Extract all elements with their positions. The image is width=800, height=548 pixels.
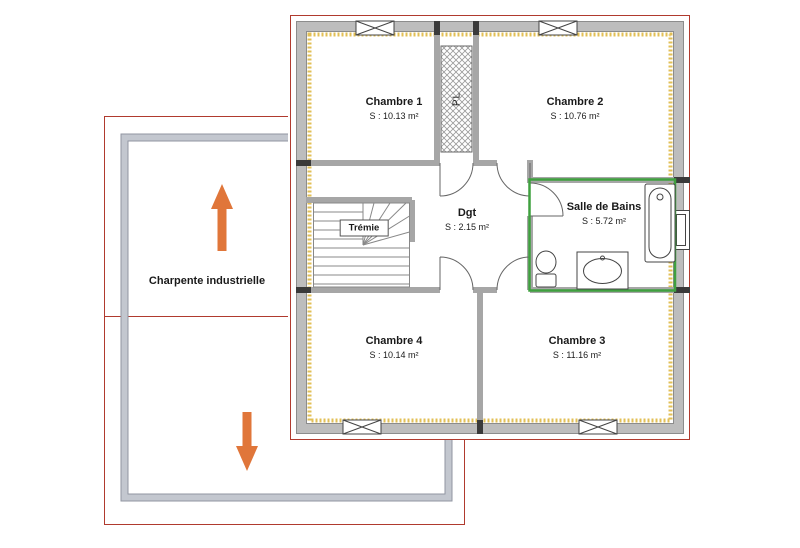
room-label-chambre-3: Chambre 3 S : 11.16 m² <box>549 335 606 361</box>
staircase <box>313 202 410 288</box>
shutter-box-icon <box>672 210 690 250</box>
room-area: S : 5.72 m² <box>581 216 626 226</box>
room-label-dgt: Dgt S : 2.15 m² <box>445 207 489 233</box>
roof-zone-label: Charpente industrielle <box>148 275 266 287</box>
room-label-chambre-4: Chambre 4 S : 10.14 m² <box>366 335 423 361</box>
door-arc <box>439 256 474 291</box>
stairwell-label: Trémie <box>339 219 389 237</box>
door-arc <box>529 182 564 217</box>
down-arrow-icon <box>236 412 258 471</box>
room-name: Chambre 1 <box>365 96 423 108</box>
room-name: Salle de Bains <box>566 201 642 213</box>
up-arrow-icon <box>211 184 233 251</box>
sink-icon <box>576 251 629 290</box>
room-label-chambre-2: Chambre 2 S : 10.76 m² <box>547 96 604 122</box>
room-area: S : 10.76 m² <box>550 111 600 121</box>
door-arc <box>439 162 474 197</box>
window-icon <box>355 20 395 36</box>
room-name: Chambre 4 <box>365 335 423 347</box>
room-label-chambre-1: Chambre 1 S : 10.13 m² <box>366 96 423 122</box>
room-area: S : 10.14 m² <box>369 350 419 360</box>
room-area: S : 10.13 m² <box>369 111 419 121</box>
windows <box>342 20 690 435</box>
closet-label: PL <box>451 91 463 107</box>
window-icon <box>342 419 382 435</box>
room-name: Chambre 3 <box>548 335 606 347</box>
bathtub-icon <box>644 183 676 263</box>
closet-pl-box <box>440 45 473 153</box>
window-icon <box>578 419 618 435</box>
toilet-icon <box>535 250 557 288</box>
wall-junction-ticks <box>296 21 690 434</box>
room-label-salle-de-bains: Salle de Bains S : 5.72 m² <box>567 201 642 227</box>
room-name: Chambre 2 <box>546 96 604 108</box>
room-name: Dgt <box>457 207 477 219</box>
room-area: S : 2.15 m² <box>444 222 490 232</box>
window-icon <box>538 20 578 36</box>
room-area: S : 11.16 m² <box>552 350 602 360</box>
